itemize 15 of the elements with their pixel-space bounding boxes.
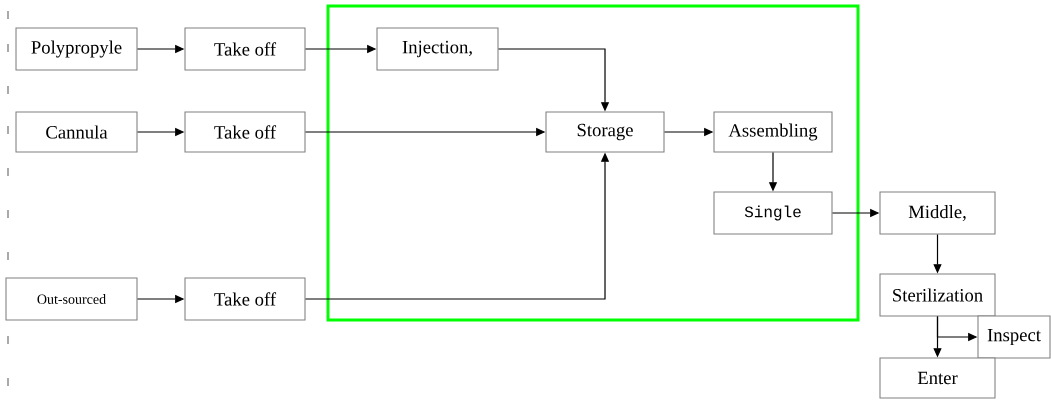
process-box: Inspect — [977, 315, 1051, 359]
process-box: Out-sourced — [5, 277, 138, 321]
process-box: Take off — [184, 27, 306, 71]
group-frame — [326, 4, 860, 322]
process-box: Take off — [184, 111, 306, 153]
process-box: Middle, — [879, 191, 996, 235]
process-box: Enter — [879, 357, 996, 399]
process-box: Single — [713, 191, 833, 235]
process-box: Injection, — [376, 27, 499, 71]
process-box: Sterilization — [879, 273, 996, 317]
process-box: Assembling — [713, 111, 833, 153]
process-box: Storage — [545, 111, 665, 153]
process-box: Polypropyle — [15, 27, 138, 71]
process-box: Take off — [184, 277, 306, 321]
process-box: Cannula — [15, 111, 138, 153]
